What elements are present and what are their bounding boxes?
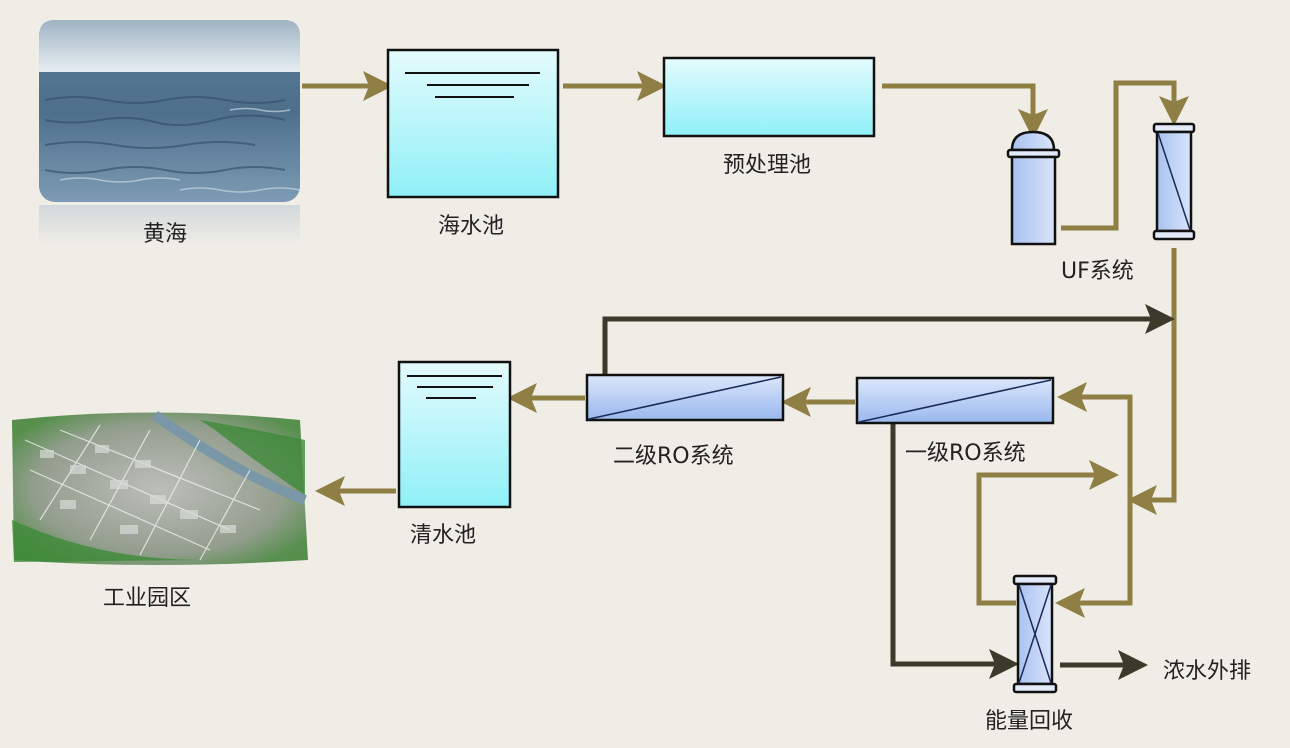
- sea-photo: [39, 20, 301, 245]
- pipe-ro2-concentrate-return: [602, 304, 1175, 375]
- uf-filter-vessel: [1006, 130, 1061, 246]
- seawater-tank: [386, 48, 560, 199]
- label-pretreatment-tank: 预处理池: [723, 153, 812, 178]
- pipe-ro1-concentrate-to-erd: [890, 424, 1019, 679]
- label-energy-recovery: 能量回收: [985, 709, 1074, 734]
- concentrate-pipes: [602, 304, 1175, 680]
- pipe-uf-to-ro-feed: [1127, 248, 1177, 515]
- industrial-park-photo: [12, 410, 308, 565]
- pipe-pretreatment-to-uf: [882, 83, 1048, 139]
- label-ro-stage1: 一级RO系统: [905, 441, 1026, 466]
- clear-water-tank: [397, 360, 512, 509]
- pipe-uf-filter-to-cartridge: [1061, 80, 1189, 231]
- label-seawater-tank: 海水池: [438, 214, 505, 239]
- label-industrial-park: 工业园区: [103, 586, 192, 611]
- pretreatment-tank: [662, 56, 876, 138]
- pipe-erd-to-booster: [976, 460, 1119, 606]
- label-ro-stage2: 二级RO系统: [613, 444, 734, 469]
- label-sea: 黄海: [143, 222, 188, 247]
- ro-stage2-module: [585, 373, 785, 422]
- energy-recovery-device: [1012, 574, 1058, 694]
- uf-membrane-module: [1152, 122, 1196, 241]
- pipe-junction-to-erd: [1072, 500, 1133, 606]
- flow-pipes: [302, 71, 1189, 606]
- label-uf-system: UF系统: [1061, 259, 1134, 284]
- label-clear-water-tank: 清水池: [410, 523, 477, 548]
- ro-stage1-module: [855, 376, 1055, 425]
- label-brine-discharge: 浓水外排: [1163, 659, 1252, 684]
- pipe-junction-to-ro1: [1057, 382, 1133, 603]
